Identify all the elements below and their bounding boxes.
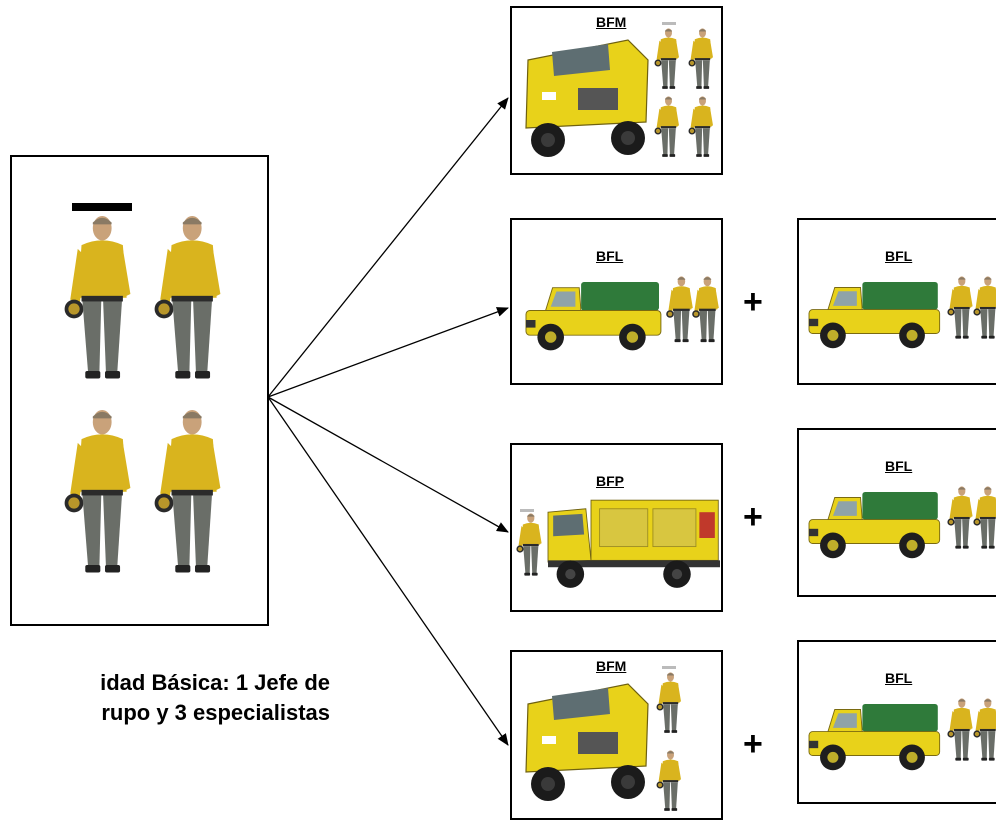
plus-sign: + [743, 725, 763, 763]
basic-unit-caption: idad Básica: 1 Jefe de rupo y 3 especial… [0, 668, 330, 728]
chief-rank-bar [662, 22, 676, 25]
firefighter-icon [688, 28, 713, 89]
chief-firefighter-icon [64, 215, 131, 379]
fire-truck-icon [525, 683, 649, 801]
bfl-label: BFL [885, 670, 913, 686]
bfp-label: BFP [596, 473, 624, 489]
option-bfl-box-3: BFL [797, 428, 996, 597]
bfl-illustration [525, 276, 719, 351]
chief-rank-bar [662, 666, 676, 669]
basic-unit-figures [64, 203, 221, 573]
firefighter-icon [692, 276, 719, 343]
bfl-illustration [808, 486, 996, 559]
firefighter-icon [516, 513, 542, 576]
firefighter-icon [666, 276, 693, 343]
bfm-illustration [525, 22, 713, 157]
caption-line-2: rupo y 3 especialistas [101, 700, 330, 725]
plus-sign: + [743, 498, 763, 536]
bfl-label: BFL [885, 458, 913, 474]
arrow-to-option-1 [267, 97, 509, 398]
firefighter-icon [654, 28, 679, 89]
bfm-illustration [525, 666, 681, 811]
option-bfl-box-1: BFL [510, 218, 723, 385]
chief-rank-bar [72, 203, 132, 211]
firefighter-icon [654, 96, 679, 157]
pickup-truck-icon [808, 704, 941, 771]
pickup-truck-icon [808, 492, 941, 559]
firefighter-icon [656, 750, 681, 811]
option-bfm-box: BFM [510, 6, 723, 175]
bfl-label: BFL [885, 248, 913, 264]
chief-rank-bar [520, 509, 534, 512]
firefighter-icon [947, 486, 973, 549]
firefighter-icon [947, 698, 973, 761]
option-bfl-box-4: BFL [797, 640, 996, 804]
heavy-fire-truck-icon [547, 499, 720, 588]
firefighter-icon [154, 409, 221, 573]
firefighter-icon [947, 276, 973, 339]
arrow-to-option-3 [267, 396, 509, 533]
bfl-label: BFL [596, 248, 624, 264]
firefighter-icon [64, 409, 131, 573]
firefighter-icon [154, 215, 221, 379]
arrow-to-option-2 [267, 307, 509, 398]
option-bfl-box-2: BFL [797, 218, 996, 385]
bfp-illustration [516, 499, 720, 588]
caption-line-1: idad Básica: 1 Jefe de [100, 670, 330, 695]
fire-truck-icon [525, 39, 649, 157]
firefighter-icon [656, 672, 681, 733]
firefighter-icon [973, 698, 996, 761]
bfm-label: BFM [596, 658, 627, 674]
bfl-illustration [808, 698, 996, 771]
option-bfm-box-2: BFM [510, 650, 723, 820]
bfl-illustration [808, 276, 996, 349]
plus-sign: + [743, 283, 763, 321]
pickup-truck-icon [525, 282, 662, 351]
firefighter-icon [973, 486, 996, 549]
pickup-truck-icon [808, 282, 941, 349]
bfm-label: BFM [596, 14, 627, 30]
option-bfp-box: BFP [510, 443, 723, 612]
basic-unit-box [10, 155, 269, 626]
arrow-to-option-4 [267, 396, 509, 746]
firefighter-icon [688, 96, 713, 157]
firefighter-icon [973, 276, 996, 339]
